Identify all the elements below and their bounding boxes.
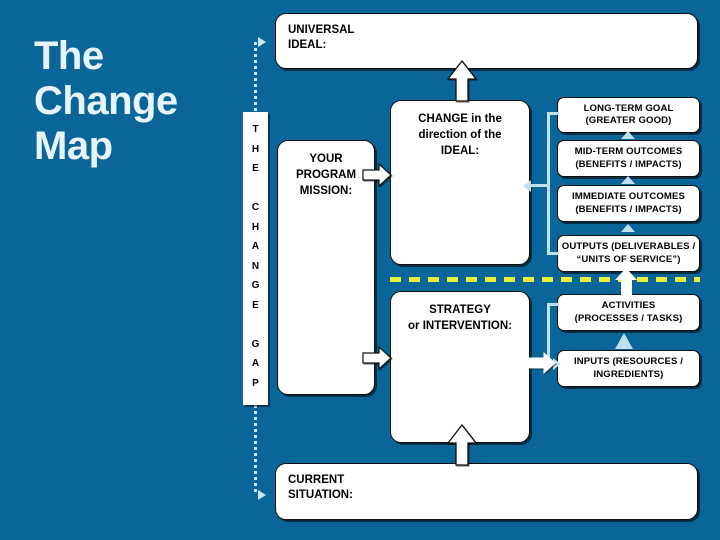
box-immediate-outcomes-label: IMMEDIATE OUTCOMES (BENEFITS / IMPACTS): [571, 191, 685, 215]
box-activities-label: ACTIVITIES (PROCESSES / TASKS): [574, 300, 683, 324]
box-activities[interactable]: ACTIVITIES (PROCESSES / TASKS): [557, 294, 700, 331]
box-long-term-goal[interactable]: LONG-TERM GOAL (GREATER GOOD): [557, 97, 700, 133]
the-change-gap-bar: T H E C H A N G E G A P: [243, 112, 268, 405]
results-bracket-bottom-stub: [547, 252, 559, 255]
chain-arrowhead-activities-to-divider: [615, 268, 637, 280]
arrow-current-situation-to-strategy: [446, 423, 478, 466]
box-mid-term-outcomes[interactable]: MID-TERM OUTCOMES (BENEFITS / IMPACTS): [557, 140, 700, 177]
results-bracket-arrowhead: [523, 180, 531, 192]
box-mid-term-outcomes-label: MID-TERM OUTCOMES (BENEFITS / IMPACTS): [574, 146, 683, 170]
chain-arrow-activities-to-divider: [621, 276, 632, 296]
dotted-arrowhead-top: [258, 37, 266, 47]
box-outputs[interactable]: OUTPUTS (DELIVERABLES / “UNITS OF SERVIC…: [557, 235, 700, 272]
box-strategy-label: STRATEGY or INTERVENTION:: [408, 304, 512, 332]
box-inputs[interactable]: INPUTS (RESOURCES / INGREDIENTS): [557, 350, 700, 387]
chain-arrow-midterm-to-longterm: [621, 131, 635, 139]
box-change[interactable]: CHANGE in the direction of the IDEAL:: [390, 100, 530, 265]
box-outputs-label: OUTPUTS (DELIVERABLES / “UNITS OF SERVIC…: [561, 241, 696, 265]
box-current-situation[interactable]: CURRENT SITUATION:: [275, 463, 698, 520]
arrow-strategy-to-inputs: [528, 351, 556, 375]
box-change-label: CHANGE in the direction of the IDEAL:: [418, 113, 502, 157]
box-strategy[interactable]: STRATEGY or INTERVENTION:: [390, 291, 530, 443]
box-immediate-outcomes[interactable]: IMMEDIATE OUTCOMES (BENEFITS / IMPACTS): [557, 185, 700, 222]
divider-dashed-yellow: [390, 277, 700, 282]
implementation-bracket-top-stub: [547, 303, 559, 306]
box-long-term-goal-label: LONG-TERM GOAL (GREATER GOOD): [583, 102, 674, 127]
box-program-mission[interactable]: YOUR PROGRAM MISSION:: [277, 140, 375, 395]
chain-arrow-outputs-to-immediate: [621, 224, 635, 232]
box-inputs-label: INPUTS (RESOURCES / INGREDIENTS): [573, 356, 684, 380]
the-change-gap-label: T H E C H A N G E G A P: [251, 124, 260, 389]
arrow-mission-to-change: [362, 162, 392, 188]
results-bracket-top-stub: [547, 112, 559, 115]
dotted-connector-top: [254, 42, 257, 114]
chain-arrow-inputs-to-activities: [615, 333, 633, 349]
results-bracket-arrow-shaft: [530, 184, 549, 187]
implementation-bracket-vertical: [547, 303, 550, 365]
results-bracket-vertical: [547, 112, 550, 255]
implementation-bracket-arrowhead: [553, 358, 561, 370]
box-program-mission-label: YOUR PROGRAM MISSION:: [295, 153, 357, 197]
arrow-mission-to-strategy: [362, 345, 392, 371]
dotted-connector-bottom: [254, 405, 257, 495]
box-universal-ideal[interactable]: UNIVERSAL IDEAL:: [275, 13, 698, 69]
chain-arrow-immediate-to-midterm: [621, 176, 635, 184]
page-title: The Change Map: [34, 34, 178, 168]
dotted-arrowhead-bottom: [258, 490, 266, 500]
arrow-change-to-universal-ideal: [446, 59, 478, 102]
